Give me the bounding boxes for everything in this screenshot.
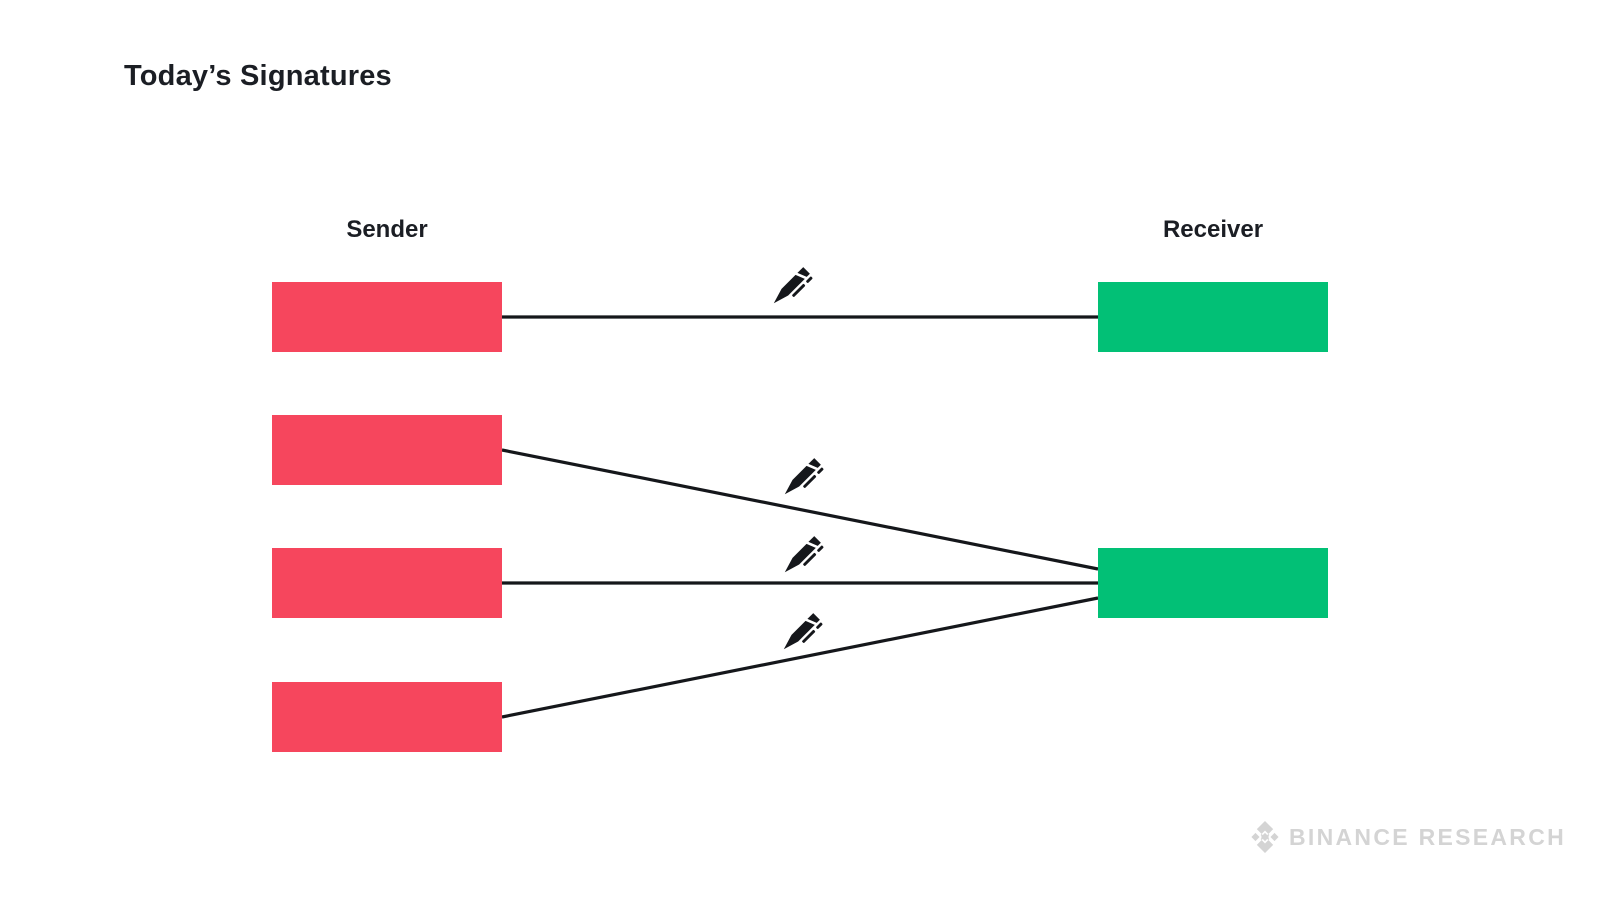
sender-column-label: Sender [346,216,428,243]
pen-icon [776,453,826,503]
page-title: Today’s Signatures [124,60,392,92]
pen-icon [776,531,826,581]
receiver-box-receiver-1 [1098,282,1328,352]
signature-edge-sender-4-to-receiver-2 [501,596,1099,719]
brand-text: BINANCE RESEARCH [1289,823,1567,850]
binance-diamond-icon [1251,821,1279,853]
pen-icon [765,262,815,312]
sender-box-sender-4 [272,682,502,752]
signature-edge-sender-2-to-receiver-2 [501,448,1099,571]
pen-icon [775,608,825,658]
receiver-column-label: Receiver [1162,216,1264,243]
binance-research-logo: BINANCE RESEARCH [1248,819,1566,855]
receiver-box-receiver-2 [1098,548,1328,618]
sender-box-sender-3 [272,548,502,618]
sender-box-sender-1 [272,282,502,352]
sender-box-sender-2 [272,415,502,485]
